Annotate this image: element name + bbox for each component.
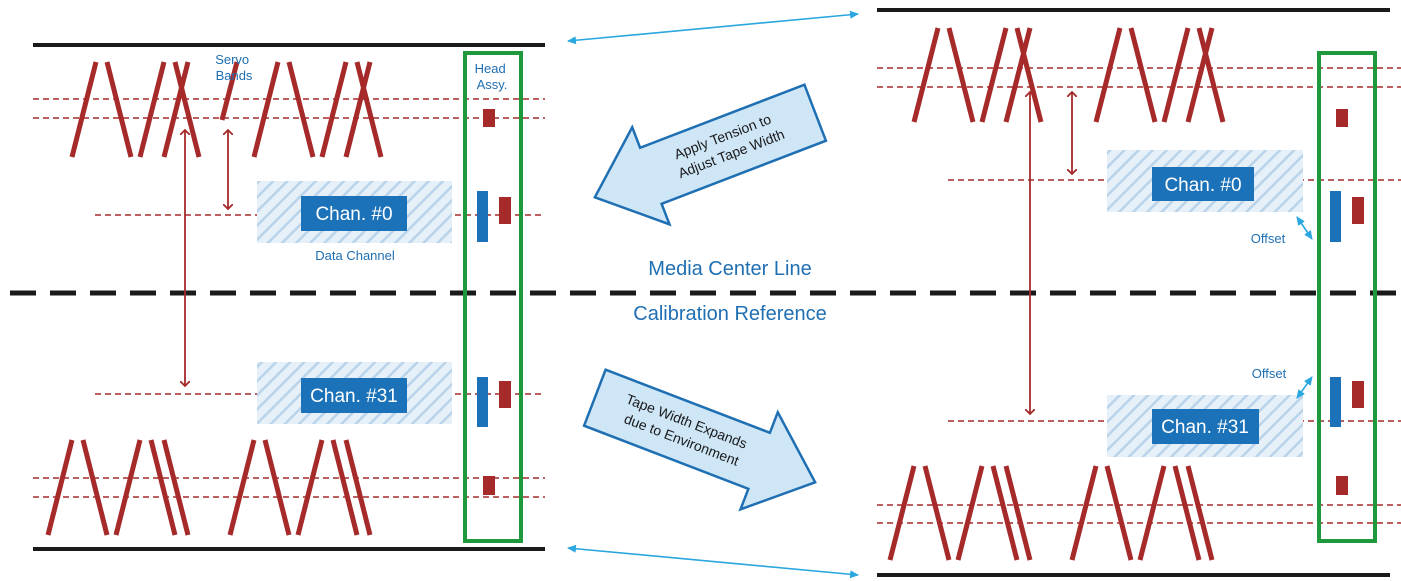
left-chan31-label: Chan. #31 <box>310 386 398 407</box>
right-top-servo-band <box>911 27 1226 123</box>
right-head-servo-bottom <box>1336 476 1348 495</box>
left-chan0-label: Chan. #0 <box>315 204 392 225</box>
left-head-read-top <box>477 191 488 242</box>
right-head-assembly <box>1317 51 1377 543</box>
left-panel: Chan. #0 Data Channel Chan. #31 Servo Ba… <box>33 43 545 551</box>
left-head-servo-bottom <box>483 476 495 495</box>
right-head-servo-top <box>1336 109 1348 127</box>
right-head-read-bottom <box>1330 377 1341 427</box>
offset-top-arrow <box>1296 216 1313 240</box>
left-head-write-bottom <box>499 381 511 408</box>
offset-top-label: Offset <box>1251 231 1286 246</box>
left-data-channel-label: Data Channel <box>315 248 395 263</box>
servo-bands-label: Servo Bands <box>215 52 253 83</box>
left-top-servo-band <box>69 61 384 158</box>
right-chan31-box <box>1152 409 1259 444</box>
bottom-width-arrow <box>567 544 859 579</box>
left-head-write-top <box>499 197 511 224</box>
tape-expands-arrow: Tape Width Expands due to Environment <box>582 368 817 512</box>
left-head-servo-top <box>483 109 495 127</box>
top-width-arrow <box>567 10 859 45</box>
right-chan31-label: Chan. #31 <box>1161 417 1249 438</box>
calibration-reference-label: Calibration Reference <box>633 303 826 325</box>
left-chan31-box <box>301 378 407 413</box>
right-chan0-label: Chan. #0 <box>1164 175 1241 196</box>
right-head-write-top <box>1352 197 1364 224</box>
head-assy-label: Head Assy. <box>475 61 510 92</box>
left-head-assembly <box>463 51 523 543</box>
center-annotations: Apply Tension to Adjust Tape Width Tape … <box>567 10 865 579</box>
left-chan0-box <box>301 196 407 231</box>
offset-bottom-arrow <box>1296 376 1313 399</box>
left-head-read-bottom <box>477 377 488 427</box>
media-center-line-label: Media Center Line <box>648 258 811 280</box>
apply-tension-arrow: Apply Tension to Adjust Tape Width <box>593 83 828 227</box>
right-head-write-bottom <box>1352 381 1364 408</box>
right-chan0-box <box>1152 167 1254 201</box>
right-bottom-servo-band <box>887 465 1215 561</box>
offset-bottom-label: Offset <box>1252 366 1287 381</box>
right-panel: Chan. #0 Chan. #31 Offset Offset <box>877 8 1401 577</box>
left-bottom-servo-band <box>45 439 373 536</box>
right-head-read-top <box>1330 191 1341 242</box>
